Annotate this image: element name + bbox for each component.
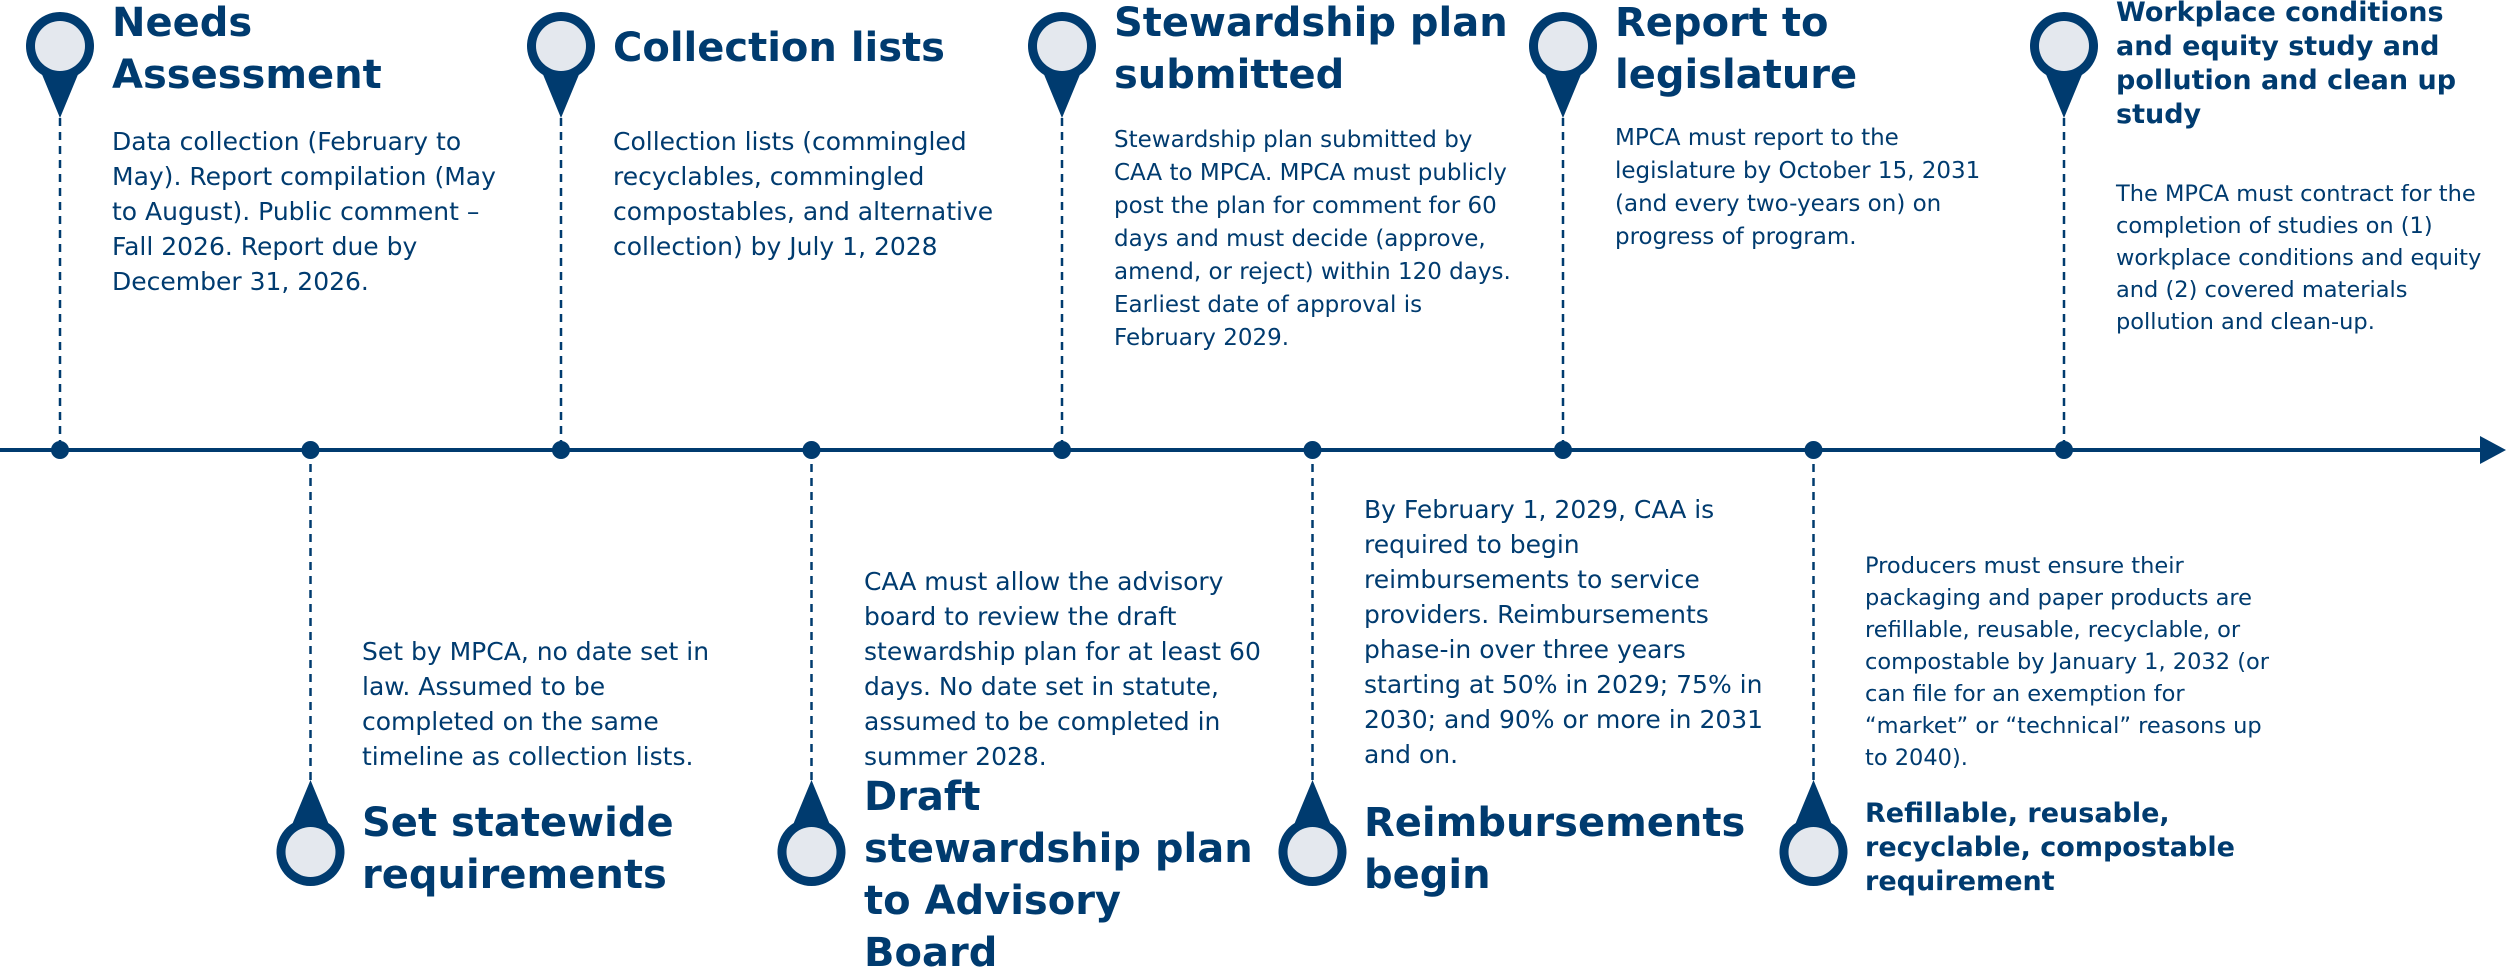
milestone-title-reimbursements: Reimbursements begin bbox=[1364, 800, 1746, 898]
timeline-dot bbox=[1554, 441, 1572, 459]
milestone-title-plan-submitted: Stewardship plan submitted bbox=[1114, 0, 1508, 98]
milestone-title-report-legislature: Report to legislature bbox=[1615, 0, 1858, 98]
timeline-dot bbox=[552, 441, 570, 459]
milestone-pin-center bbox=[285, 827, 336, 877]
timeline-dot bbox=[301, 441, 320, 459]
milestone-title-studies: Workplace conditions and equity study an… bbox=[2116, 0, 2457, 130]
milestone-pin-center bbox=[536, 21, 586, 71]
timeline-dot bbox=[802, 441, 821, 459]
milestone-description-collection-lists: Collection lists (commingled recyclables… bbox=[613, 127, 994, 261]
milestone-description-statewide-requirements: Set by MPCA, no date set in law. Assumed… bbox=[362, 637, 710, 771]
milestone-pin-center bbox=[786, 827, 837, 877]
milestone-title-collection-lists: Collection lists bbox=[613, 25, 945, 71]
timeline-dot bbox=[1804, 441, 1823, 459]
milestone-description-draft-plan: CAA must allow the advisory board to rev… bbox=[864, 567, 1261, 771]
milestone-title-needs-assessment: Needs Assessment bbox=[112, 0, 382, 98]
timeline-dot bbox=[1303, 441, 1322, 459]
milestone-description-reimbursements: By February 1, 2029, CAA is required to … bbox=[1364, 495, 1764, 769]
milestone-pin-center bbox=[1037, 21, 1087, 71]
milestone-description-studies: The MPCA must contract for the completio… bbox=[2116, 181, 2482, 335]
milestone-pin-center bbox=[1788, 827, 1839, 877]
timeline-arrowhead bbox=[2480, 436, 2506, 464]
milestone-description-report-legislature: MPCA must report to the legislature by O… bbox=[1615, 125, 1981, 250]
milestone-title-statewide-requirements: Set statewide requirements bbox=[362, 800, 674, 898]
timeline-dot bbox=[2055, 441, 2073, 459]
milestone-pin-center bbox=[1538, 21, 1588, 71]
milestone-pin-center bbox=[2039, 21, 2089, 71]
milestone-pin-center bbox=[1287, 827, 1338, 877]
timeline-dot bbox=[1053, 441, 1071, 459]
milestone-title-draft-plan: Draft stewardship plan to Advisory Board bbox=[864, 774, 1253, 976]
milestone-description-plan-submitted: Stewardship plan submitted by CAA to MPC… bbox=[1114, 127, 1511, 351]
timeline-dot bbox=[51, 441, 69, 459]
milestone-description-material-requirement: Producers must ensure their packaging an… bbox=[1865, 553, 2269, 771]
milestone-title-material-requirement: Refillable, reusable, recyclable, compos… bbox=[1865, 798, 2235, 897]
milestone-description-needs-assessment: Data collection (February to May). Repor… bbox=[112, 127, 496, 296]
milestone-pin-center bbox=[35, 21, 85, 71]
timeline-graphic bbox=[0, 11, 2506, 886]
